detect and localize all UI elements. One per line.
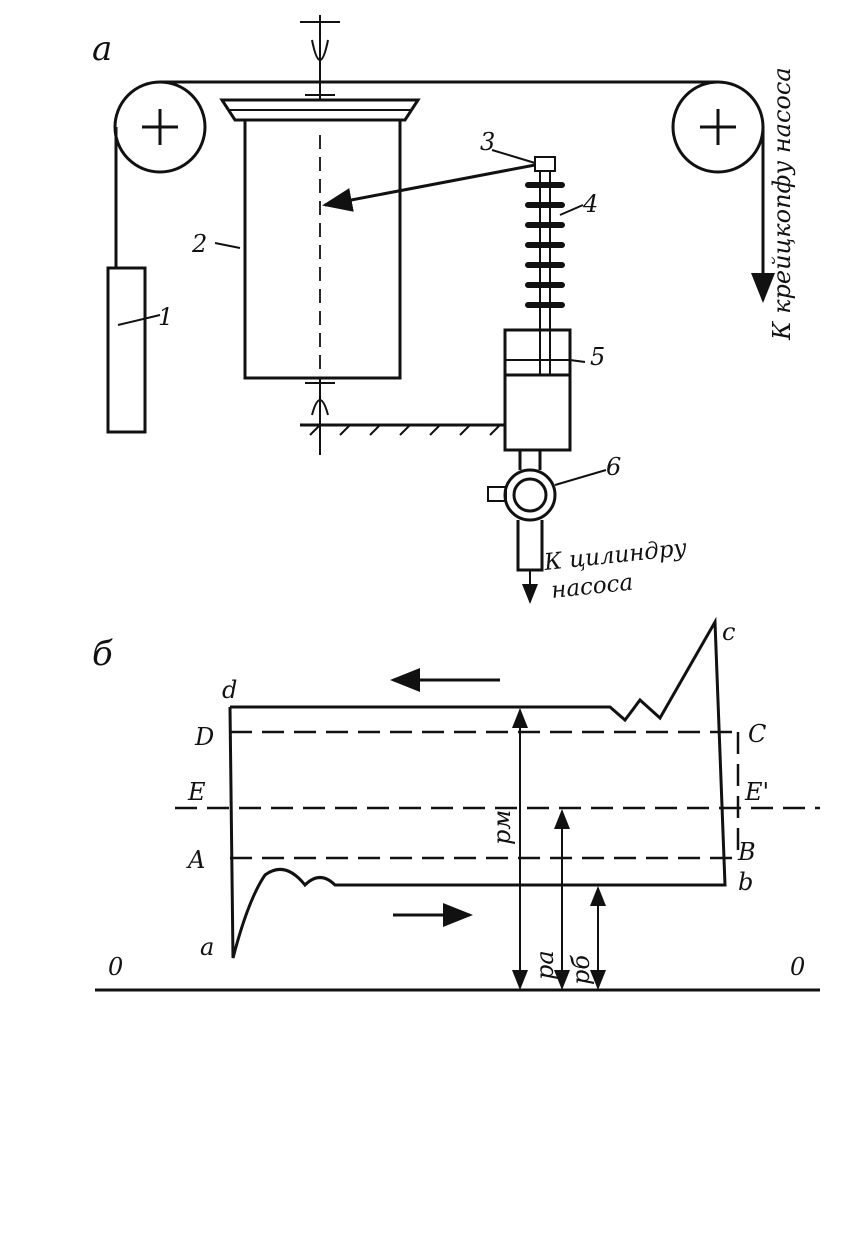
- point-A: A: [186, 846, 205, 874]
- point-D: D: [194, 723, 214, 751]
- pen-arm: [322, 149, 556, 212]
- pm-label: pм: [488, 810, 516, 845]
- point-B: B: [737, 838, 756, 866]
- zero-left: 0: [108, 953, 123, 981]
- cylinder-label-1: К цилиндру: [542, 535, 689, 576]
- drum: [219, 15, 421, 455]
- point-E-prime: E': [744, 778, 769, 806]
- indicator-curve: [228, 616, 727, 959]
- zero-right: 0: [790, 953, 805, 981]
- spring: [525, 171, 565, 375]
- point-E: E: [187, 778, 206, 806]
- valve: [487, 468, 557, 604]
- left-pulley: [113, 80, 207, 174]
- part-6-label: 6: [606, 453, 621, 481]
- point-b: b: [738, 868, 753, 896]
- pb-label: pб: [567, 955, 595, 985]
- part-5-label: 5: [590, 343, 605, 371]
- point-a: a: [200, 933, 214, 961]
- ideal-diagram: [175, 730, 820, 860]
- part-2-label: 2: [191, 230, 207, 258]
- weight: [106, 266, 147, 434]
- right-pulley: [671, 80, 765, 174]
- point-c: c: [722, 618, 735, 646]
- part-4-label: 4: [582, 190, 598, 218]
- panel-b-label: б: [92, 634, 113, 674]
- cylinder: [503, 328, 572, 470]
- pa-label: pа: [531, 950, 559, 980]
- point-C: C: [748, 720, 766, 748]
- cylinder-label-2: насоса: [550, 570, 634, 604]
- panel-a-label: а: [92, 29, 112, 69]
- point-d: d: [222, 676, 237, 704]
- crosshead-label: К крейцкопфу насоса: [768, 67, 796, 341]
- part-1-label: 1: [158, 303, 173, 331]
- part-3-label: 3: [480, 128, 495, 156]
- point-labels: d D C c E E' A B b a 0 0: [108, 618, 805, 981]
